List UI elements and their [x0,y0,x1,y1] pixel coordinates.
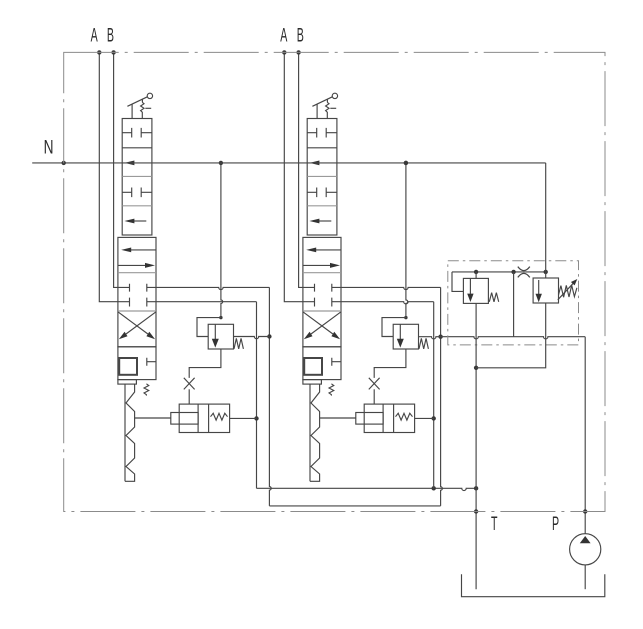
svg-text:A: A [91,26,99,47]
svg-text:T: T [491,514,498,535]
svg-text:P: P [552,514,559,535]
svg-text:B: B [107,26,114,47]
svg-text:A: A [280,26,288,47]
svg-text:B: B [297,26,304,47]
svg-text:N: N [44,136,54,158]
